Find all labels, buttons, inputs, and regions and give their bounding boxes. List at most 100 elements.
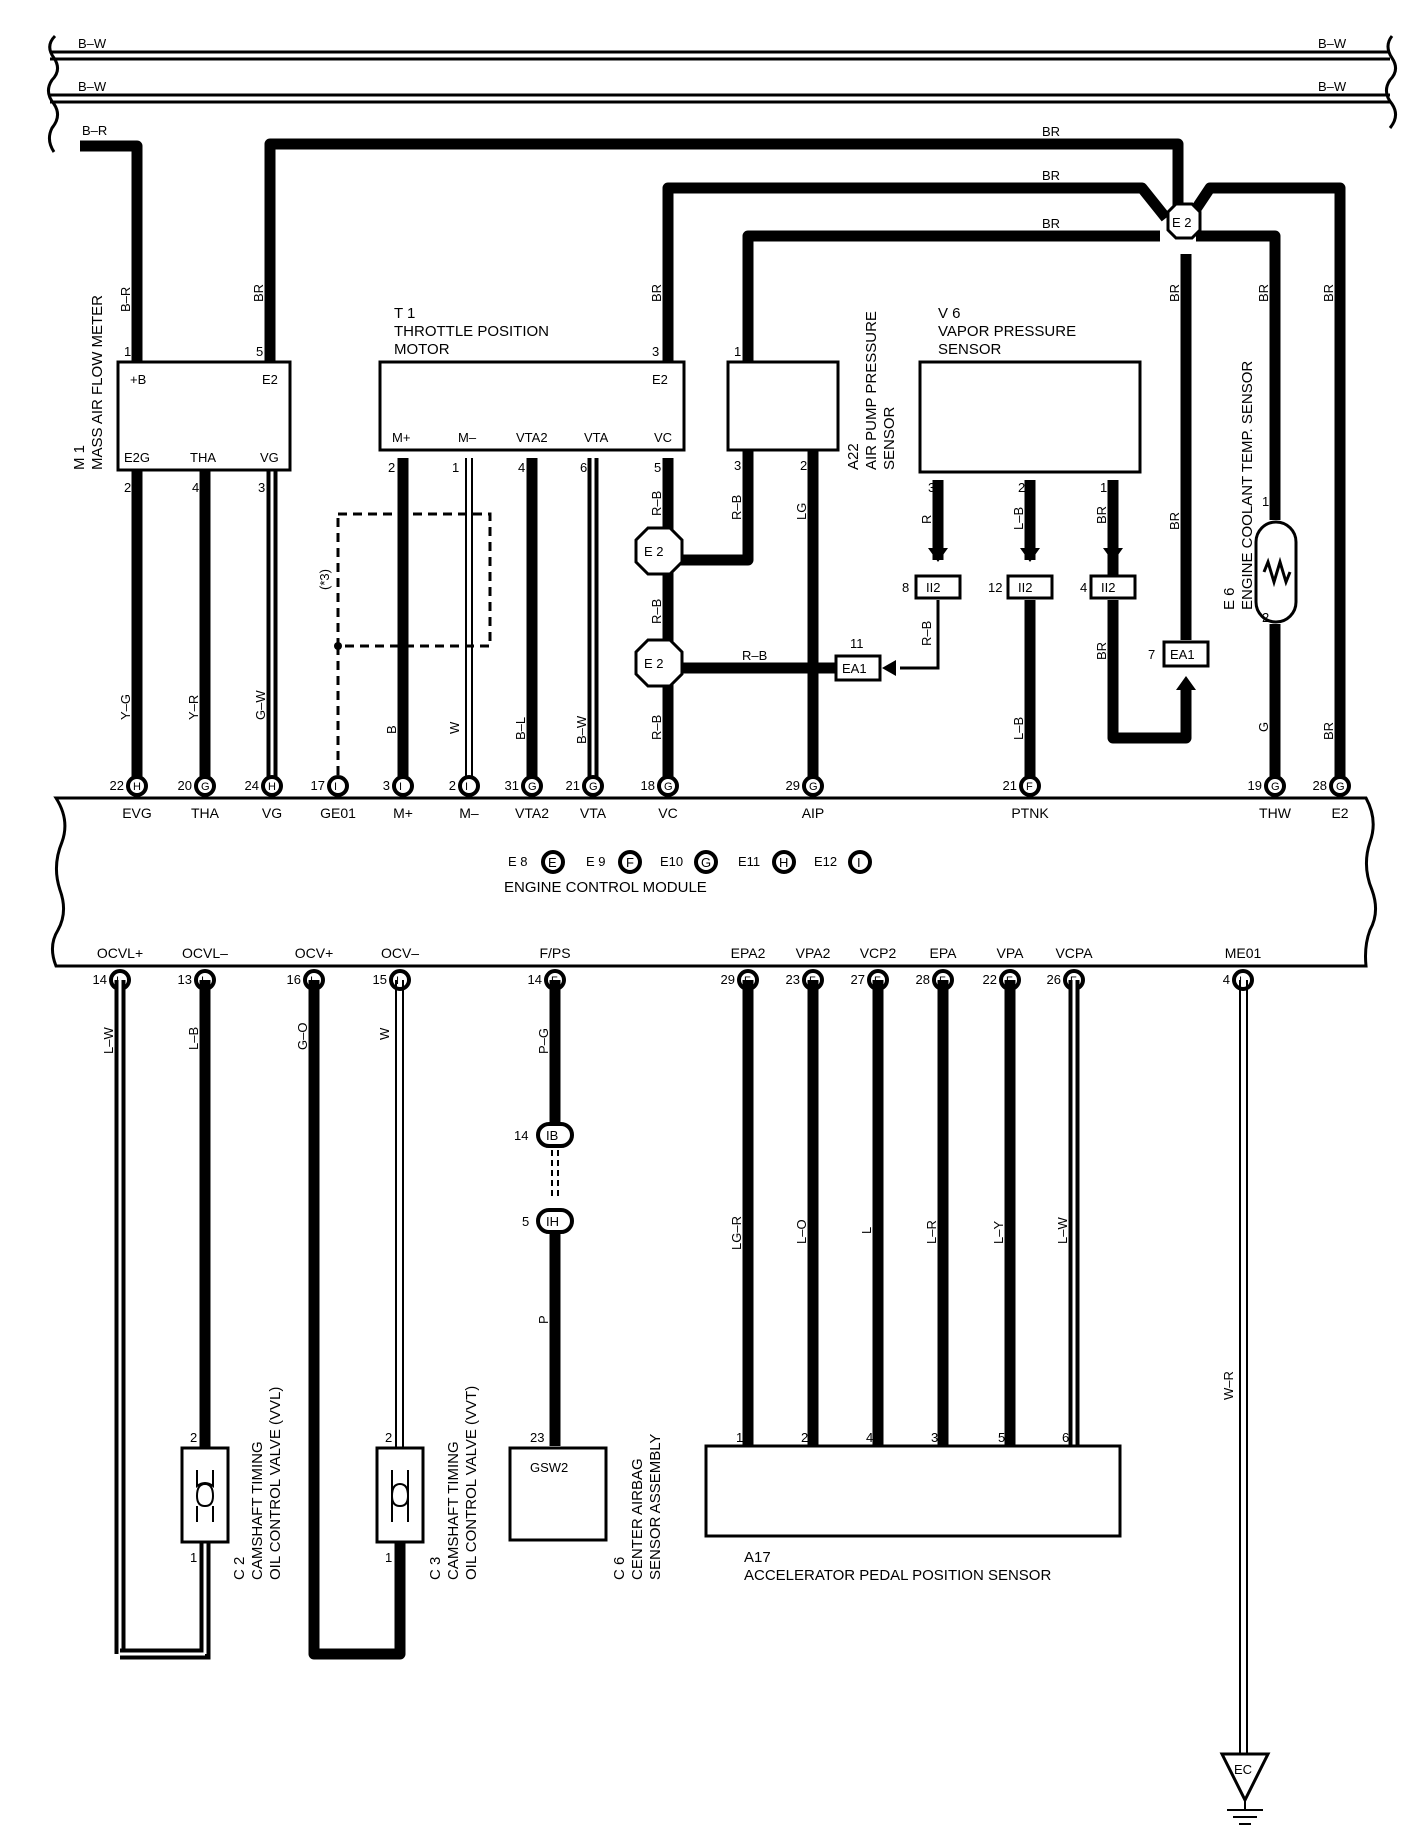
bus-lines [47, 34, 1397, 153]
a22-code: A22 [845, 443, 862, 470]
m1-pin-num-3: 3 [258, 480, 265, 495]
v6-code: V 6 [938, 305, 961, 322]
wire-label-a22-2: LG [794, 503, 809, 520]
ecm-top-connector-letter-10: F [1026, 781, 1033, 793]
ecm-name: ENGINE CONTROL MODULE [504, 879, 707, 896]
t1-pin-num-6: 6 [580, 460, 587, 475]
ecm-bottom-pin-number-11: 4 [1223, 972, 1230, 987]
ecm-bottom-connector-letter-3: I [396, 975, 399, 987]
ecm-top-connector-2 [261, 775, 283, 797]
wire-label-vcp2: L [859, 1227, 874, 1234]
ecm-top-connector-letter-3: I [334, 781, 337, 793]
c2-pin-num-1: 1 [190, 1550, 197, 1565]
junction-e2-top [1166, 202, 1202, 240]
bus-label-second-right: B–W [1318, 79, 1347, 94]
ecm-top-pin-name-2: VG [262, 805, 282, 821]
wire-label-a22-3: R–B [729, 495, 744, 520]
mafm-feed-label: B–R [82, 123, 107, 138]
ecm-bottom-pin-name-0: OCVL+ [97, 945, 143, 961]
m1-pin-vg: VG [260, 450, 279, 465]
wire-label-vpa2: L–O [794, 1219, 809, 1244]
m1-component-box [116, 360, 292, 472]
ecm-top-connector-4 [392, 775, 414, 797]
wire-label-vpa: L–Y [991, 1221, 1006, 1244]
a17-component-box [704, 1444, 1122, 1538]
ii2-a-name: II2 [926, 580, 940, 595]
br-label-3: BR [1042, 216, 1060, 231]
br-label-1: BR [1042, 124, 1060, 139]
wire-label-e6-right: BR [1256, 284, 1271, 302]
t1-name-line2: MOTOR [394, 341, 450, 358]
ecm-conn-f: F [626, 855, 634, 870]
ecm-top-connector-8 [657, 775, 679, 797]
ea1-b-name: EA1 [1170, 647, 1195, 662]
ecm-code-e9: E 9 [586, 854, 606, 869]
ecm-top-pin-number-7: 21 [566, 778, 580, 793]
wire-label-vc-mid: R–B [649, 599, 664, 624]
inline-connector-ih [536, 1208, 574, 1234]
inline-connector-ii2-a [914, 548, 962, 600]
wire-label-vc-low: R–B [649, 715, 664, 740]
ecm-bottom-pin-name-5: EPA2 [731, 945, 766, 961]
thin-wires-bottom [395, 980, 1248, 1754]
v6-pin-num-1: 1 [1100, 480, 1107, 495]
ecm-body [51, 796, 1377, 968]
t1-code: T 1 [394, 305, 415, 322]
ecm-bottom-pin-number-7: 27 [851, 972, 865, 987]
wire-label-ea1-wire: R–B [742, 648, 767, 663]
ecm-top-pin-number-9: 29 [786, 778, 800, 793]
ecm-top-pin-number-11: 19 [1248, 778, 1262, 793]
c2-code: C 2 [231, 1557, 248, 1580]
t1-pin-num-4: 4 [518, 460, 525, 475]
v6-name-line2: SENSOR [938, 341, 1002, 358]
ecm-top-pin-name-10: PTNK [1011, 805, 1049, 821]
ecm-bottom-pin-number-5: 29 [721, 972, 735, 987]
wire-label-m1-e2: BR [251, 284, 266, 302]
ecm-top-connector-6 [521, 775, 543, 797]
c6-code: C 6 [611, 1557, 628, 1580]
ecm-bottom-pin-name-6: VPA2 [796, 945, 831, 961]
m1-name: MASS AIR FLOW METER [89, 295, 106, 470]
wire-label-e2-down: BR [1167, 284, 1182, 302]
t1-pin-num-1: 1 [452, 460, 459, 475]
ecm-top-connector-letter-2: H [268, 781, 276, 793]
ecm-bottom-pin-name-4: F/PS [539, 945, 570, 961]
wire-label-vg: G–W [253, 690, 268, 720]
inline-connector-ii2-c [1089, 548, 1137, 600]
ecm-bottom-pin-name-7: VCP2 [860, 945, 897, 961]
wire-label-ocv-minus: W [377, 1027, 392, 1040]
junction-e2-lower [634, 638, 684, 688]
ecm-top-pin-number-12: 28 [1313, 778, 1327, 793]
ecm-bottom-pin-number-0: 14 [93, 972, 107, 987]
wire-label-me01: W–R [1221, 1371, 1236, 1400]
c6-pin: GSW2 [530, 1460, 568, 1475]
ecm-bottom-pin-number-3: 15 [373, 972, 387, 987]
e6-name: ENGINE COOLANT TEMP. SENSOR [1239, 361, 1256, 610]
t1-pin-vta2: VTA2 [516, 430, 548, 445]
junction-e2-upper-label: E 2 [644, 544, 664, 559]
ii2-b-name: II2 [1018, 580, 1032, 595]
ecm-top-pin-number-0: 22 [110, 778, 124, 793]
ecm-bottom-pin-name-11: ME01 [1225, 945, 1262, 961]
wire-label-m1-plus-b: B–R [118, 287, 133, 312]
a22-pin-num-2: 2 [800, 458, 807, 473]
ii2-c-name: II2 [1101, 580, 1115, 595]
ecm-top-connector-letter-1: G [201, 781, 210, 793]
ecm-code-e11: E11 [738, 854, 760, 869]
ecm-top-pin-number-10: 21 [1003, 778, 1017, 793]
c6-pin-num: 23 [530, 1430, 544, 1445]
ib-pin: 14 [514, 1128, 528, 1143]
wire-label-fps-low: P [536, 1315, 551, 1324]
ecm-top-connector-1 [194, 775, 216, 797]
a22-name-line2: SENSOR [881, 406, 898, 470]
inline-connector-ea1-b [1162, 640, 1210, 690]
c2-name-line2: OIL CONTROL VALVE (VVL) [267, 1387, 284, 1580]
a17-pin-num-2: 2 [801, 1430, 808, 1445]
v6-component-box [918, 360, 1142, 474]
wire-label-epa: L–R [924, 1220, 939, 1244]
m1-pin-e2g: E2G [124, 450, 150, 465]
ih-name: IH [546, 1214, 559, 1229]
ecm-bottom-pin-name-9: VPA [997, 945, 1025, 961]
ii2-b-pin: 12 [988, 580, 1002, 595]
ecm-top-connector-letter-0: H [133, 781, 141, 793]
